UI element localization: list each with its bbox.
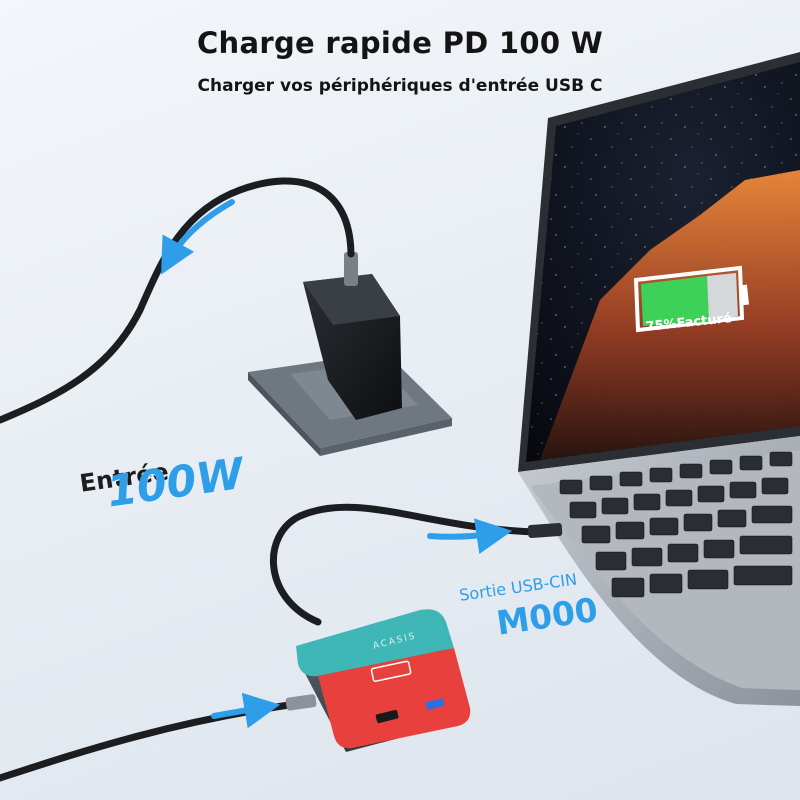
- page-subtitle: Charger vos périphériques d'entrée USB C: [197, 76, 603, 96]
- wall-charger: [303, 252, 402, 420]
- battery-fill: [641, 276, 709, 326]
- hub-top-teal: [296, 609, 454, 677]
- hub-input-cable: [0, 700, 300, 782]
- battery-icon: [633, 265, 750, 333]
- page-title: Charge rapide PD 100 W: [196, 26, 604, 60]
- usb-hub: [296, 609, 471, 752]
- hub-top-red: [318, 648, 471, 749]
- hub-input-arrow-icon: [211, 692, 281, 729]
- laptop-keyboard: [559, 451, 793, 598]
- output-cable: [269, 503, 544, 626]
- input-arrow-icon: [161, 199, 235, 275]
- output-arrow-icon: [427, 518, 513, 555]
